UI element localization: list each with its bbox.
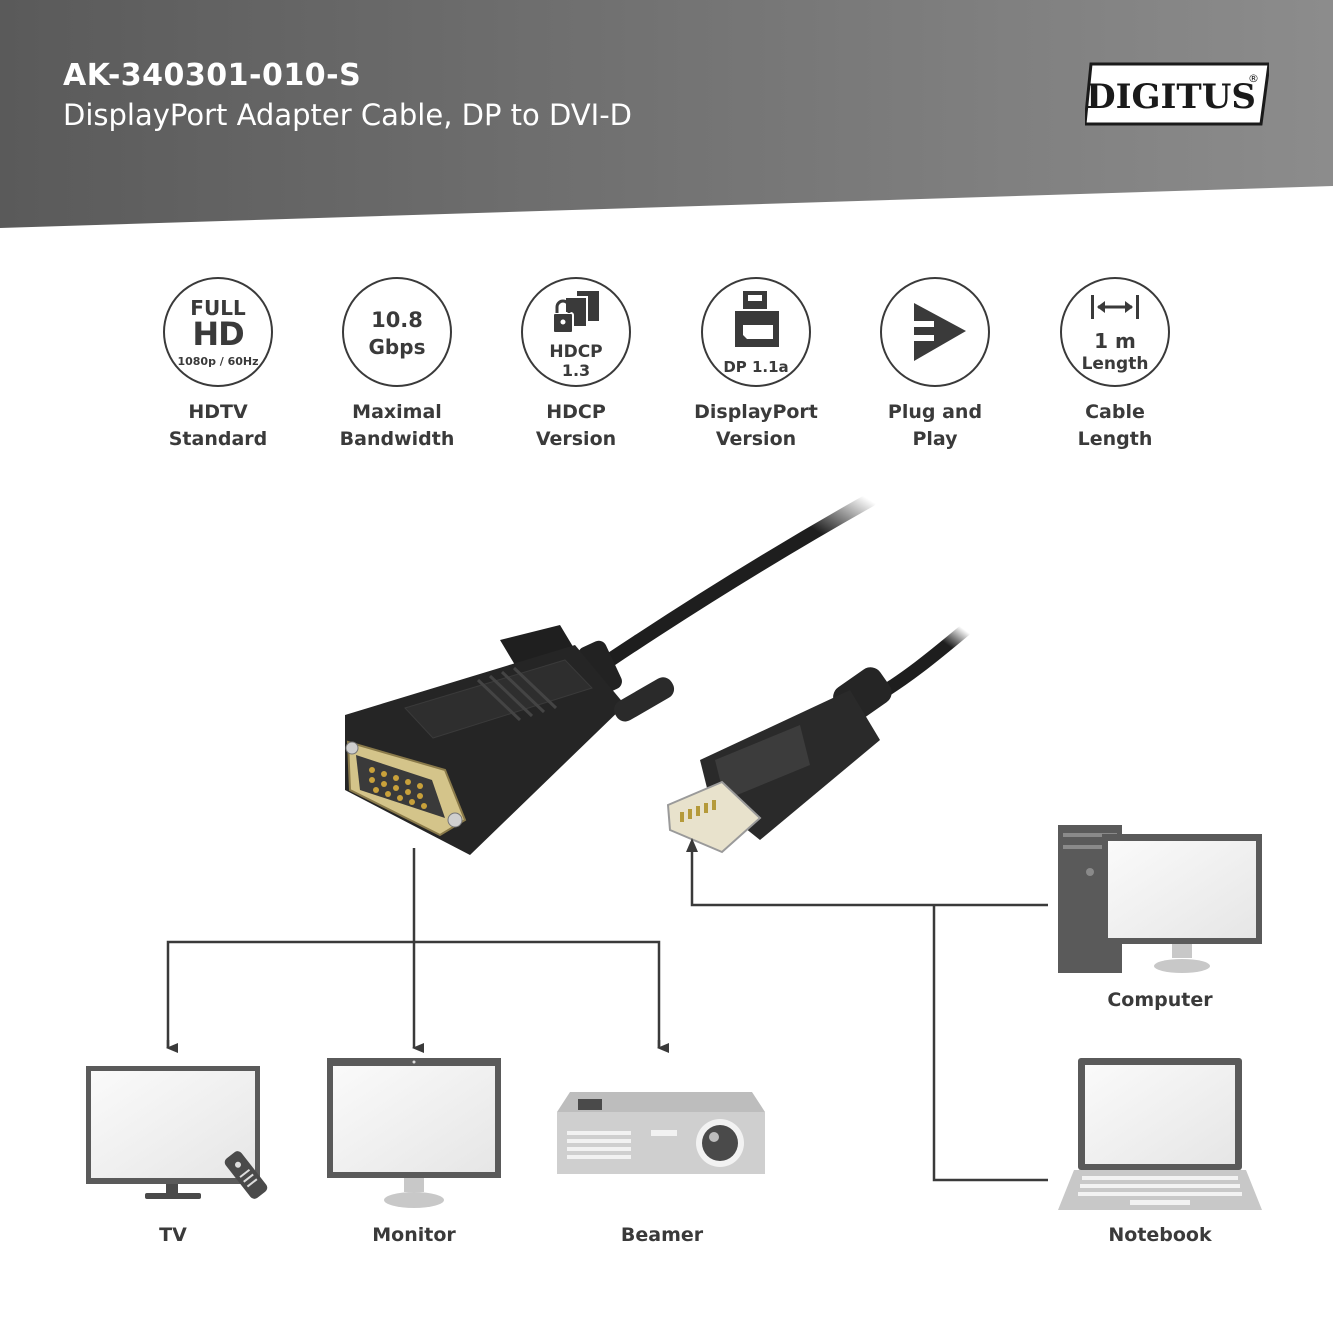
length-value: 1 m: [1094, 329, 1136, 353]
document-lock-icon: [552, 291, 599, 334]
remote-control-icon: [224, 1151, 268, 1199]
feature-label-line: Play: [912, 428, 958, 450]
play-arrow-icon: [912, 303, 966, 361]
bandwidth-value: 10.8: [371, 308, 423, 332]
device-label-beamer: Beamer: [620, 1224, 704, 1246]
length-text: Length: [1081, 354, 1149, 374]
feature-label-line: Maximal: [352, 401, 442, 423]
displayport-connector: [666, 667, 892, 854]
bandwidth-unit: Gbps: [368, 335, 426, 359]
plug-and-play-icon: [880, 277, 990, 387]
device-label-monitor: Monitor: [372, 1224, 456, 1246]
hdcp-version-number: 1.3: [561, 361, 591, 380]
logo-text: DIGITUS: [1086, 77, 1256, 117]
logo-registered-mark: ®: [1248, 72, 1259, 85]
length-arrows-icon: [1091, 295, 1139, 319]
feature-label-line: Version: [715, 428, 797, 450]
feature-maximal-bandwidth: 10.8 Gbps Maximal Bandwidth: [307, 277, 487, 453]
feature-label: Maximal Bandwidth: [307, 399, 487, 453]
feature-label-line: Cable: [1085, 401, 1145, 423]
full-hd-icon: FULL HD 1080p / 60Hz: [163, 277, 273, 387]
feature-label-line: Standard: [168, 428, 268, 450]
dp-version-text: DP 1.1a: [723, 358, 789, 376]
feature-label: HDTV Standard: [128, 399, 308, 453]
computer-icon: [1058, 825, 1262, 973]
connection-lines: [166, 848, 1048, 1182]
dvi-connector: [345, 625, 675, 855]
dp-arrow-head: [686, 838, 698, 852]
tv-icon: [86, 1066, 268, 1199]
full-hd-text-resolution: 1080p / 60Hz: [177, 355, 259, 368]
dp-connector-icon: [735, 291, 779, 347]
feature-hdtv-standard: FULL HD 1080p / 60Hz HDTV Standard: [128, 277, 308, 453]
device-label-notebook: Notebook: [1108, 1224, 1212, 1246]
feature-label: Plug and Play: [845, 399, 1025, 453]
feature-label-line: HDCP: [546, 401, 606, 423]
feature-plug-and-play: Plug and Play: [845, 277, 1025, 453]
feature-label: DisplayPort Version: [666, 399, 846, 453]
feature-label-line: Version: [535, 428, 617, 450]
product-code: AK-340301-010-S: [63, 58, 362, 93]
hdcp-icon: HDCP 1.3: [521, 277, 631, 387]
hdcp-text: HDCP: [549, 342, 603, 362]
full-hd-text-full: FULL: [190, 296, 246, 320]
feature-label-line: DisplayPort: [694, 401, 818, 423]
device-label-tv: TV: [159, 1224, 187, 1246]
bandwidth-icon: 10.8 Gbps: [342, 277, 452, 387]
feature-label: HDCP Version: [486, 399, 666, 453]
feature-hdcp-version: HDCP 1.3 HDCP Version: [486, 277, 666, 453]
feature-cable-length: 1 m Length Cable Length: [1025, 277, 1205, 453]
feature-label-line: HDTV: [188, 401, 248, 423]
cable: [603, 493, 972, 707]
product-name: DisplayPort Adapter Cable, DP to DVI-D: [63, 98, 633, 132]
device-label-computer: Computer: [1107, 989, 1213, 1011]
feature-label-line: Length: [1077, 428, 1153, 450]
notebook-icon: [1058, 1058, 1262, 1210]
feature-label: Cable Length: [1025, 399, 1205, 453]
header-band: [0, 0, 1333, 228]
monitor-icon: [327, 1058, 501, 1208]
displayport-icon: DP 1.1a: [701, 277, 811, 387]
beamer-icon: [557, 1092, 765, 1174]
feature-label-line: Bandwidth: [339, 428, 455, 450]
digitus-logo: DIGITUS ®: [1085, 62, 1269, 126]
cable-length-icon: 1 m Length: [1060, 277, 1170, 387]
feature-displayport-version: DP 1.1a DisplayPort Version: [666, 277, 846, 453]
feature-label-line: Plug and: [887, 401, 983, 423]
full-hd-text-hd: HD: [192, 315, 244, 353]
